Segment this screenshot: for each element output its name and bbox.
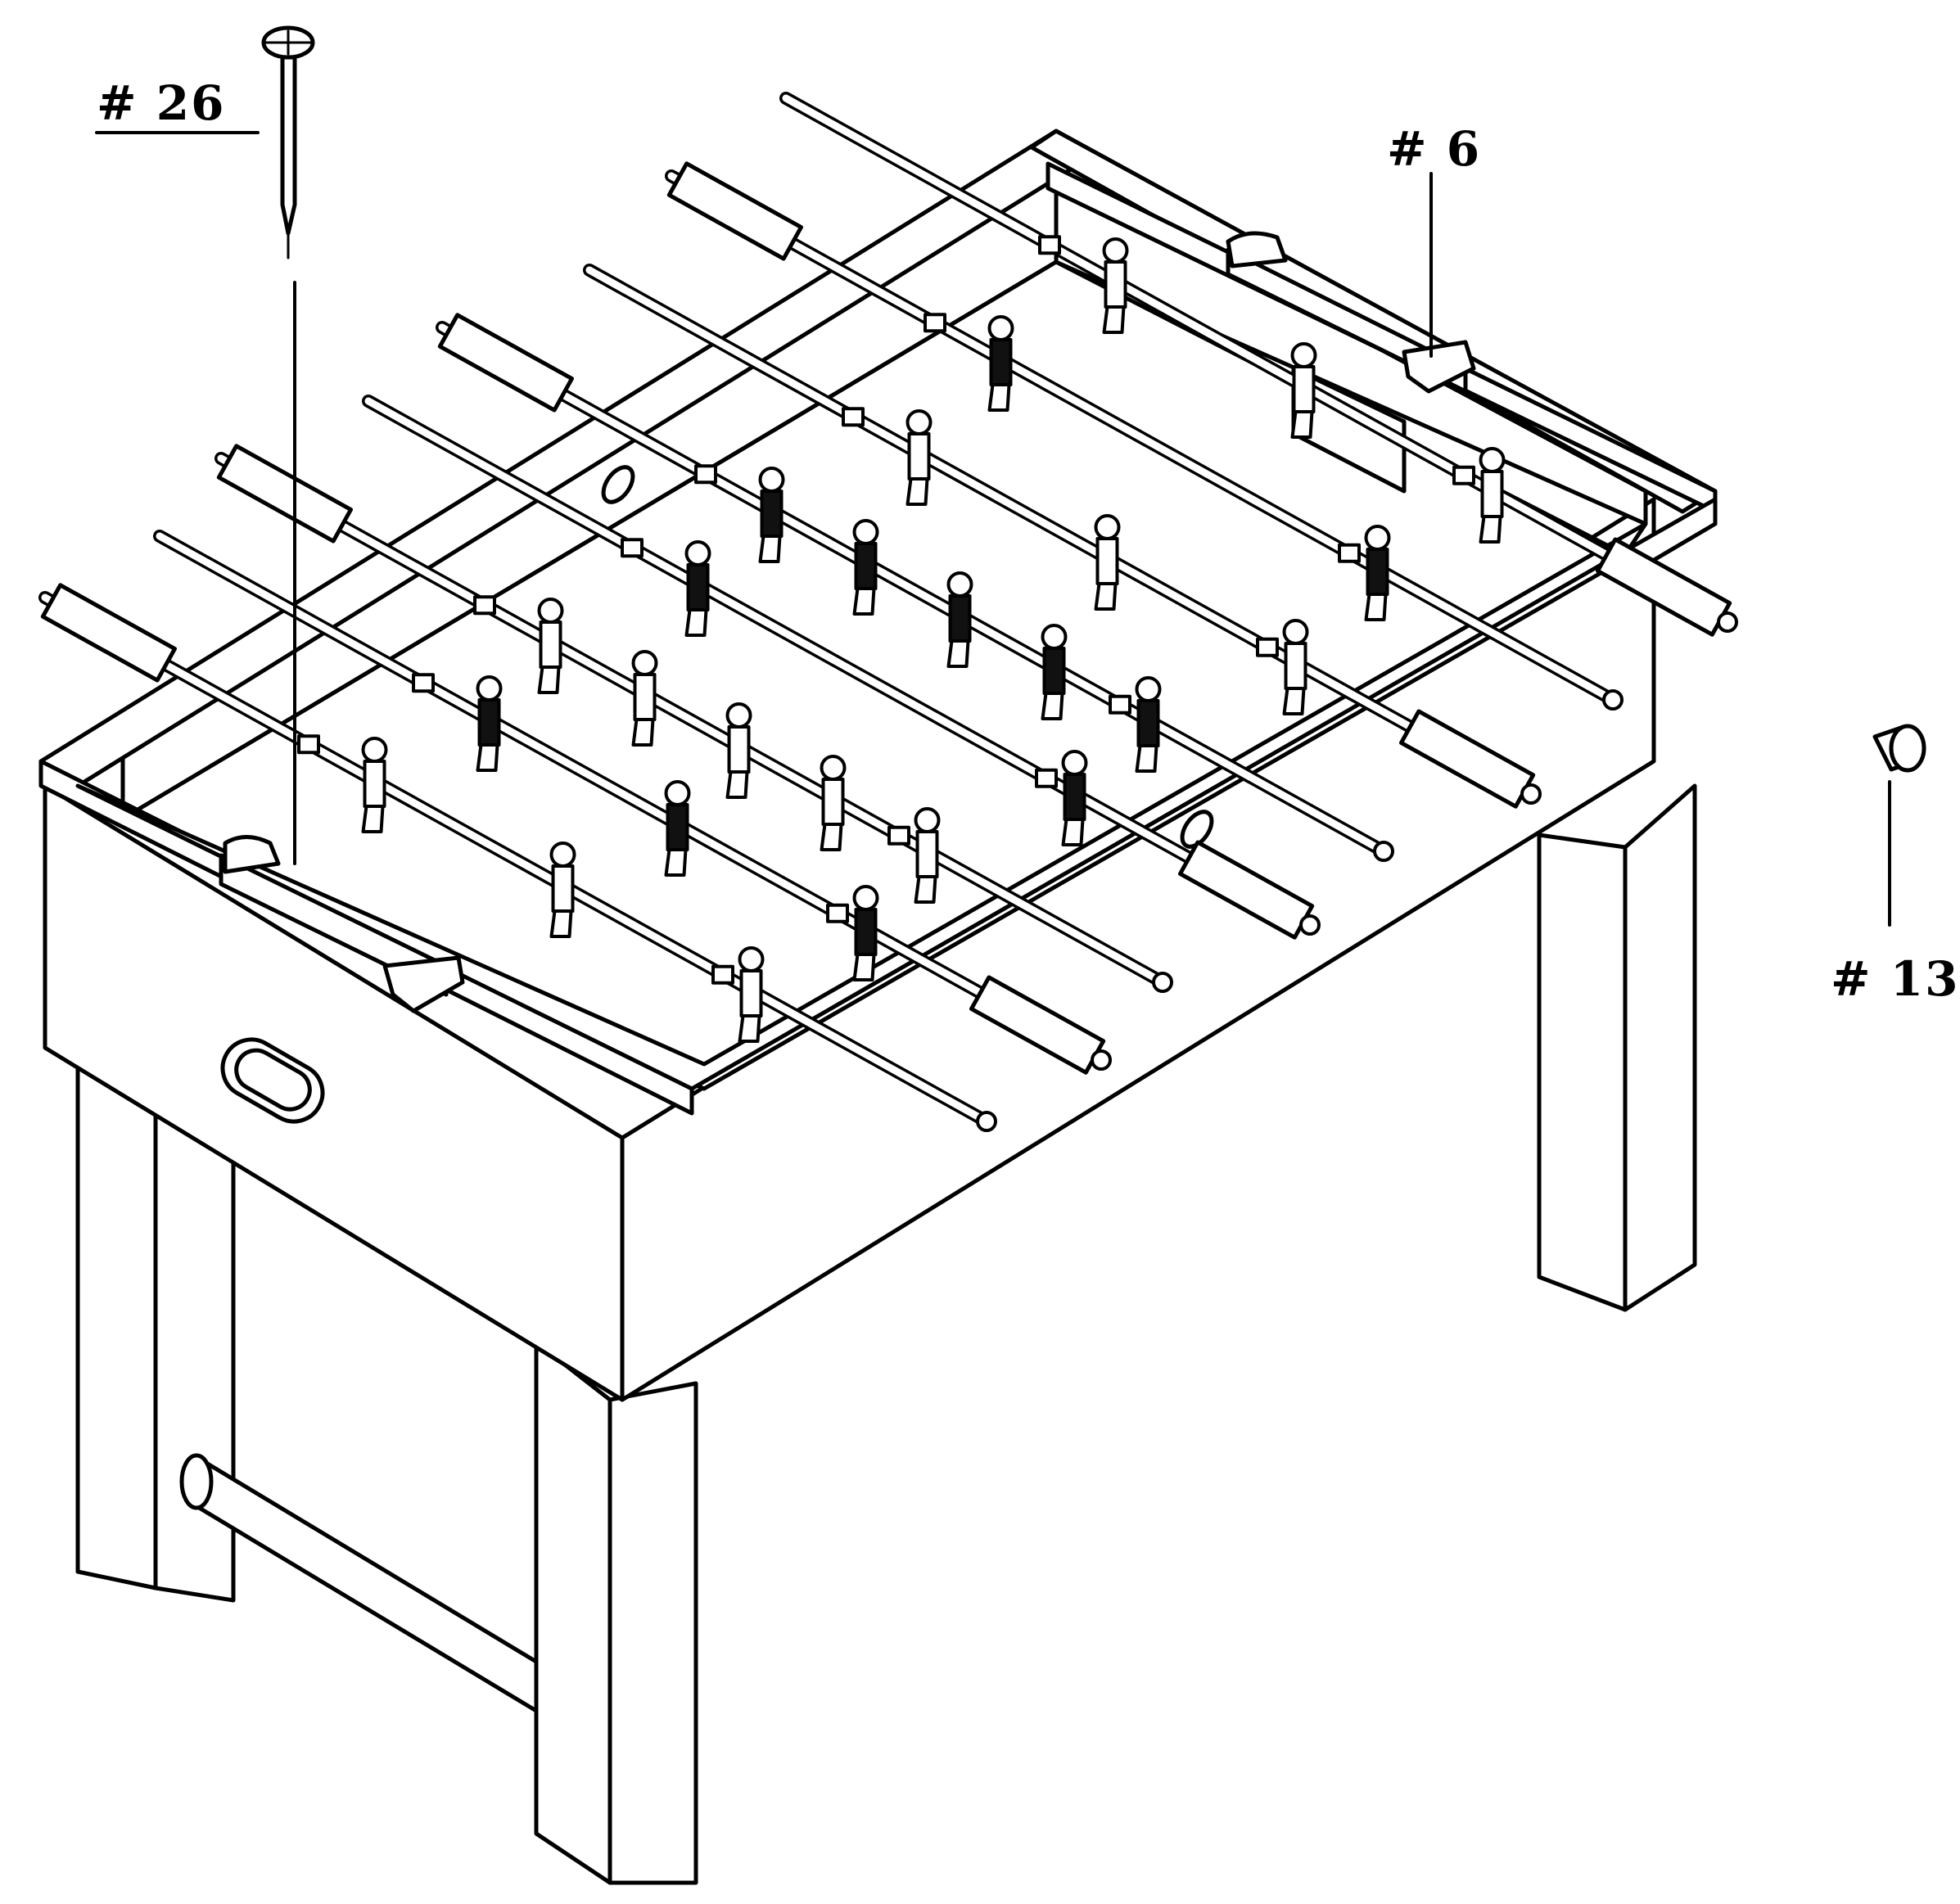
player-figure: [684, 540, 711, 566]
player-figure: [1094, 514, 1121, 540]
player-figure: [820, 755, 847, 781]
rod-handle-2: [969, 975, 1106, 1075]
player-figure: [1041, 624, 1068, 650]
end-cap-part-13: [1872, 724, 1926, 773]
player-figure: [1290, 342, 1317, 368]
player-figure: [1479, 447, 1506, 473]
rod-handle-6: [1398, 709, 1536, 809]
callout-part-6: # 6: [1387, 121, 1482, 177]
player-figure: [914, 807, 941, 833]
player-figure: [758, 467, 785, 493]
table-legs: [75, 783, 1697, 1885]
player-figure: [1135, 676, 1162, 702]
player-figure: [361, 737, 388, 763]
player-figure: [852, 519, 879, 545]
player-figure: [946, 571, 973, 598]
player-figure: [987, 315, 1014, 341]
player-figure: [905, 409, 933, 435]
rod-handle-8: [1595, 537, 1732, 637]
player-figure: [725, 702, 752, 729]
player-figure: [537, 598, 564, 624]
rod-handle-7: [666, 161, 804, 261]
player-figure: [1364, 525, 1391, 551]
player-figure: [1282, 619, 1309, 645]
score-counters: [219, 231, 1476, 1013]
rod-handle-5: [437, 313, 575, 413]
player-figure: [631, 650, 658, 676]
screw-part-26: [261, 25, 315, 259]
player-figure: [1061, 750, 1088, 776]
player-figure: [549, 841, 576, 868]
rod-handle-1: [40, 583, 178, 683]
rods-layer: [38, 92, 1738, 1132]
rod-handle-4: [1177, 840, 1315, 940]
callout-part-13: # 13: [1831, 951, 1960, 1007]
player-figure: [738, 946, 765, 972]
rod-handle-3: [216, 444, 354, 544]
player-figure: [664, 780, 691, 806]
player-figure: [852, 885, 879, 911]
player-figure: [1102, 237, 1129, 264]
player-figure: [476, 675, 503, 702]
callout-part-26: # 26: [97, 75, 226, 131]
